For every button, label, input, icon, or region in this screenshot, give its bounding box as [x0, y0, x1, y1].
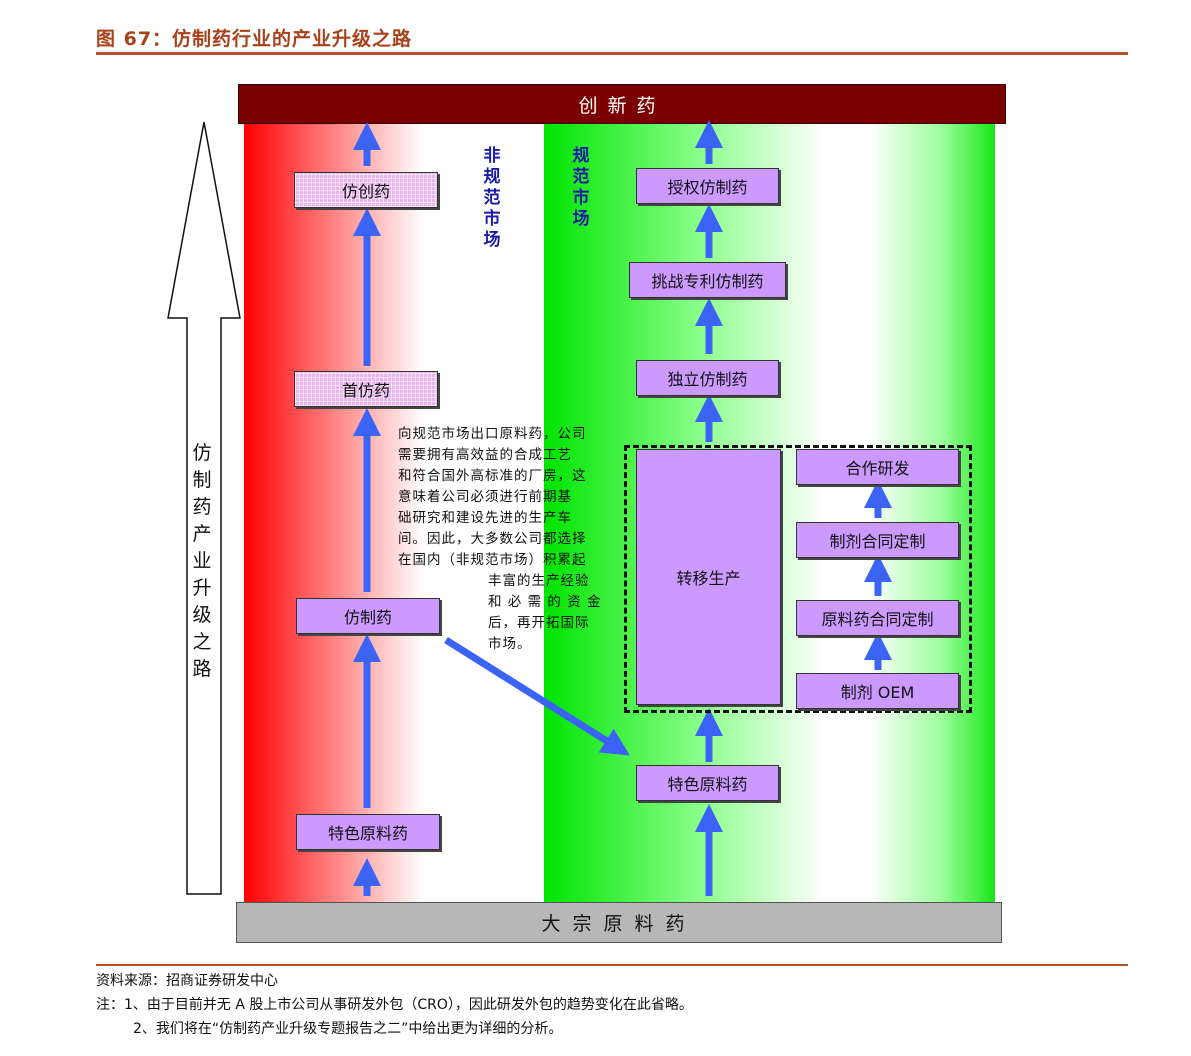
specialty-api-right-box: 特色原料药: [636, 765, 779, 801]
footnote-2: 2、我们将在“仿制药产业升级专题报告之二”中给出更为详细的分析。: [133, 1021, 563, 1037]
export-note-continued: 丰富的生产经验 和 必 需 的 资 金 后，再开拓国际 市场。: [488, 571, 610, 655]
note-line: 需要拥有高效益的合成工艺: [398, 447, 572, 463]
standard-market-label: 规范市场: [572, 146, 590, 229]
note-line: 和 必 需 的 资 金: [488, 594, 602, 610]
innovative-generic-box: 仿创药: [294, 172, 438, 208]
note-line: 丰富的生产经验: [488, 573, 590, 589]
note-line: 意味着公司必须进行前期基: [398, 489, 572, 505]
source-note: 资料来源：招商证券研发中心: [96, 973, 278, 989]
arrow-generic-to-export: [444, 637, 630, 756]
specialty-api-left-box: 特色原料药: [296, 814, 440, 850]
title-rule: [96, 52, 1128, 55]
formulation-oem-box: 制剂 OEM: [796, 673, 959, 709]
formulation-contract-box: 制剂合同定制: [796, 522, 959, 558]
independent-generic-box: 独立仿制药: [636, 360, 779, 396]
upgrade-path-arrow: [167, 121, 241, 895]
generic-box: 仿制药: [296, 598, 440, 634]
note-line: 和符合国外高标准的厂房，这: [398, 468, 587, 484]
note-line: 在国内（非规范市场）积累起: [398, 552, 587, 568]
note-line: 向规范市场出口原料药，公司: [398, 426, 587, 442]
contract-production-group: [624, 445, 972, 713]
transfer-production-box: 转移生产: [636, 449, 781, 705]
first-generic-box: 首仿药: [294, 371, 438, 407]
note-line: 市场。: [488, 636, 532, 652]
patent-challenge-box: 挑战专利仿制药: [629, 262, 786, 298]
footnote-1: 注：1、由于目前并无 A 股上市公司从事研发外包（CRO），因此研发外包的趋势变…: [96, 997, 693, 1013]
non-standard-market-zone: [244, 124, 533, 902]
note-line: 础研究和建设先进的生产车: [398, 510, 572, 526]
export-note: 向规范市场出口原料药，公司 需要拥有高效益的合成工艺 和符合国外高标准的厂房，这…: [398, 424, 610, 571]
api-contract-box: 原料药合同定制: [796, 600, 959, 636]
note-line: 间。因此，大多数公司都选择: [398, 531, 587, 547]
innovative-drug-bar: 创新药: [238, 84, 1006, 124]
figure-title: 图 67：仿制药行业的产业升级之路: [96, 28, 413, 50]
co-rd-box: 合作研发: [796, 449, 959, 485]
footer-rule: [96, 964, 1128, 966]
licensed-generic-box: 授权仿制药: [636, 168, 779, 204]
bulk-api-bar: 大宗原料药: [236, 902, 1002, 943]
non-standard-market-label: 非规范市场: [483, 146, 501, 250]
note-line: 后，再开拓国际: [488, 615, 590, 631]
upgrade-path-label: 仿制药产业升级之路: [192, 442, 212, 680]
